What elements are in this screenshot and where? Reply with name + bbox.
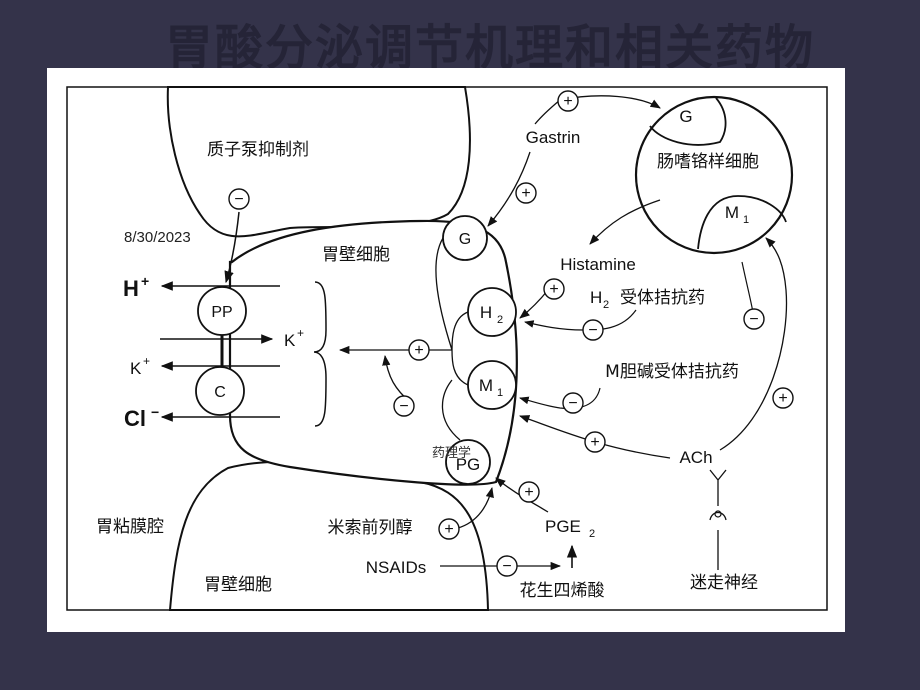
gastrin-to-parietal-arrow [487,151,531,227]
pge2-label: PGE [545,517,581,536]
h2-antagonist-sub: 2 [603,299,609,311]
cl-minus-label: Cl [124,406,146,431]
slide-date: 8/30/2023 [124,229,191,246]
signal-line-pg [441,379,461,441]
sign-minus-nsaids: − [496,555,518,577]
pge2-sub: 2 [589,528,595,540]
svg-text:−: − [568,395,577,412]
ecl-m1-receptor [697,195,787,250]
vagus-synapse-top [709,469,727,506]
slide-title: 胃酸分泌调节机理和相关药物 [164,20,815,76]
ecl-to-histamine-arrow [589,199,661,245]
ach-to-m1-arrow [519,415,671,459]
h-plus-label: H [123,276,139,301]
sign-minus-m-antagonist: − [562,392,584,414]
histamine-label: Histamine [560,255,636,274]
misoprostol-arrow [457,486,494,529]
svg-text:−: − [399,398,408,415]
nsaids-label: NSAIDs [366,558,426,577]
gastrin-stem [534,99,561,125]
svg-text:+: + [414,342,423,359]
upper-cell [166,86,471,238]
receptor-g-label: G [459,231,471,248]
ecl-cell-label: 肠嗜铬样细胞 [657,152,759,172]
receptor-h2-label: H [480,303,492,322]
ppi-arrow [224,211,240,284]
svg-text:−: − [749,311,758,328]
sign-plus-pge2: + [518,481,540,503]
receptor-h2-sub: 2 [497,314,503,326]
signal-line-m1 [451,349,469,386]
sign-plus-histamine: + [543,278,565,300]
ach-to-ecl-arrow [719,237,788,451]
pp-label: PP [211,304,232,321]
svg-text:+: + [549,281,558,298]
k-plus-left-label: K [130,359,142,378]
vagus-synapse-bottom [709,511,727,521]
receptor-pg [445,439,491,485]
svg-text:+: + [297,326,304,340]
chloride-channel [195,366,245,416]
h2-antagonist-label: 受体拮抗药 [620,288,705,308]
svg-text:+: + [141,273,149,289]
lumen-label: 胃粘膜腔 [96,517,164,537]
svg-text:−: − [234,191,243,208]
sign-minus-h2: − [582,319,604,341]
svg-text:+: + [521,185,530,202]
receptor-m1-label: M [479,376,493,395]
svg-text:+: + [143,354,150,368]
sign-plus-gastrin-top: + [557,90,579,112]
ecl-cell [634,95,794,255]
h2-antagonist-arrow [524,309,637,331]
m-antagonist-arrow [519,387,601,410]
sign-minus-pg: − [393,395,415,417]
parietal-cell-label-bottom: 胃壁细胞 [204,575,272,595]
svg-text:−: − [502,558,511,575]
svg-text:+: + [778,390,787,407]
ecl-m1-sub: 1 [743,214,749,226]
svg-text:+: + [524,484,533,501]
svg-text:−: − [151,404,159,420]
svg-text:+: + [563,93,572,110]
signal-line-g [435,237,453,351]
ecl-g-label: G [679,107,692,126]
vagus-label: 迷走神经 [690,573,758,593]
parietal-cell-label-top: 胃壁细胞 [322,245,390,265]
slide-watermark: 药理学 [432,446,472,461]
receptor-pg-label: PG [456,455,481,474]
svg-text:−: − [588,322,597,339]
svg-text:+: + [444,521,453,538]
ppi-label: 质子泵抑制剂 [207,140,309,160]
canaliculus-bracket [313,281,327,427]
sign-plus-ach-ecl: + [772,387,794,409]
m-antagonist-label: M胆碱受体拮抗药 [605,362,739,382]
c-label: C [214,384,226,401]
sign-plus-signal: + [408,339,430,361]
sign-minus-ppi: − [228,188,250,210]
vagus-vesicle [714,510,722,518]
receptor-m1-sub: 1 [497,387,503,399]
h2-antagonist-h: H [590,288,602,307]
sign-minus-ecl-m1: − [743,308,765,330]
histamine-to-h2-arrow [519,289,549,319]
arachidonic-label: 花生四烯酸 [520,581,605,601]
k-plus-right-label: K [284,331,296,350]
svg-text:+: + [590,434,599,451]
ecl-g-receptor [649,97,727,146]
ach-label: ACh [679,448,712,467]
signal-line-h2 [451,311,469,351]
sign-plus-gastrin: + [515,182,537,204]
sign-plus-ach: + [584,431,606,453]
gastrin-label: Gastrin [526,128,581,147]
misoprostol-label: 米索前列醇 [328,518,413,538]
ecl-m1-label: M [725,203,739,222]
sign-plus-misoprostol: + [438,518,460,540]
